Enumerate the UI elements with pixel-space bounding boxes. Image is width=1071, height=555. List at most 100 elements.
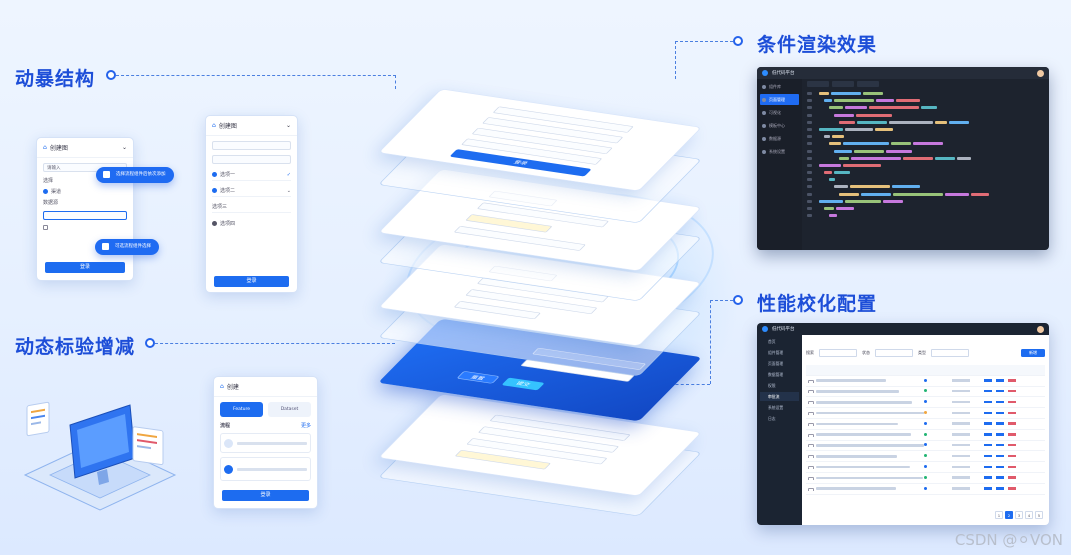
row-action-link[interactable] xyxy=(1008,411,1016,415)
filter-select[interactable] xyxy=(931,349,969,357)
list-item[interactable]: 选项四 xyxy=(212,217,291,229)
row-action-link[interactable] xyxy=(1008,487,1016,490)
table-row[interactable] xyxy=(806,484,1045,495)
filter-select[interactable] xyxy=(875,349,913,357)
chevron-down-icon[interactable]: ⌄ xyxy=(285,122,291,129)
table-row[interactable] xyxy=(806,473,1045,484)
radio-option[interactable]: 渠道 xyxy=(43,188,127,195)
row-actions[interactable] xyxy=(984,487,1020,491)
row-action-link[interactable] xyxy=(1008,379,1016,382)
row-action-link[interactable] xyxy=(1008,389,1016,393)
list-item[interactable] xyxy=(220,433,311,453)
sidebar-item[interactable]: 页面管理 xyxy=(768,361,784,366)
filter-select[interactable] xyxy=(819,349,857,357)
table-row[interactable] xyxy=(806,397,1045,409)
table-row[interactable] xyxy=(806,408,1045,419)
sidebar-item[interactable]: 权限 xyxy=(768,383,776,388)
row-action-link[interactable] xyxy=(984,400,992,404)
select-field[interactable] xyxy=(212,155,291,164)
row-action-link[interactable] xyxy=(984,443,992,447)
list-item[interactable]: 选项三 xyxy=(212,201,291,213)
row-actions[interactable] xyxy=(984,476,1020,480)
row-action-link[interactable] xyxy=(984,454,992,458)
table-row[interactable] xyxy=(806,430,1045,441)
row-action-link[interactable] xyxy=(996,443,1004,447)
page-button[interactable]: 5 xyxy=(1035,511,1043,519)
row-action-link[interactable] xyxy=(1008,433,1016,436)
sidebar-item[interactable]: 模板中心 xyxy=(760,120,799,131)
sidebar-item[interactable]: 数据管理 xyxy=(768,372,784,377)
sidebar-item[interactable]: 日志 xyxy=(768,416,776,421)
row-actions[interactable] xyxy=(984,400,1020,404)
tab-dataset[interactable]: Dataset xyxy=(268,402,311,417)
more-link[interactable]: 更多 xyxy=(300,423,311,429)
table-row[interactable] xyxy=(806,451,1045,463)
add-button[interactable]: 新增 xyxy=(1021,349,1045,357)
sidebar-item[interactable]: 组件管理 xyxy=(768,350,784,355)
editor-tab[interactable] xyxy=(807,81,829,87)
row-action-link[interactable] xyxy=(984,476,992,479)
row-action-link[interactable] xyxy=(996,476,1004,479)
page-button[interactable]: 1 xyxy=(995,511,1003,519)
submit-button[interactable]: 登录 xyxy=(222,490,309,501)
avatar[interactable] xyxy=(1037,69,1044,77)
row-actions[interactable] xyxy=(984,465,1020,469)
editor-tab[interactable] xyxy=(832,81,854,87)
tab-feature[interactable]: Feature xyxy=(220,402,263,417)
text-input[interactable] xyxy=(43,211,127,220)
row-actions[interactable] xyxy=(984,422,1020,426)
row-action-link[interactable] xyxy=(996,422,1004,425)
sidebar-item[interactable]: 系统设置 xyxy=(768,405,784,410)
table-row[interactable] xyxy=(806,376,1045,387)
info-pill[interactable]: 选择流程组件后依次添加 xyxy=(96,167,174,183)
row-action-link[interactable] xyxy=(996,411,1004,415)
row-actions[interactable] xyxy=(984,433,1020,437)
table-row[interactable] xyxy=(806,387,1045,398)
row-action-link[interactable] xyxy=(1008,443,1016,447)
sidebar-item[interactable]: 系统设置 xyxy=(760,146,799,157)
submit-button[interactable]: 提交 xyxy=(501,377,545,391)
list-item[interactable] xyxy=(220,457,311,481)
row-action-link[interactable] xyxy=(1008,422,1016,425)
row-action-link[interactable] xyxy=(996,400,1004,404)
info-pill[interactable]: 可选流程组件选择 xyxy=(95,239,159,255)
code-area[interactable] xyxy=(807,91,1043,246)
row-actions[interactable] xyxy=(984,389,1020,393)
row-action-link[interactable] xyxy=(996,379,1004,382)
row-actions[interactable] xyxy=(984,443,1020,447)
row-action-link[interactable] xyxy=(996,487,1004,490)
reset-button[interactable]: 重置 xyxy=(456,370,500,384)
row-actions[interactable] xyxy=(984,454,1020,458)
row-action-link[interactable] xyxy=(984,379,992,382)
editor-tab[interactable] xyxy=(857,81,879,87)
row-actions[interactable] xyxy=(984,411,1020,415)
sidebar-item[interactable]: 数据源 xyxy=(760,133,799,144)
chevron-down-icon[interactable]: ⌄ xyxy=(121,144,127,151)
submit-button[interactable]: 登录 xyxy=(45,262,125,273)
page-button[interactable]: 2 xyxy=(1005,511,1013,519)
sidebar-item[interactable]: 首页 xyxy=(768,339,776,344)
page-button[interactable]: 3 xyxy=(1015,511,1023,519)
row-action-link[interactable] xyxy=(984,389,992,393)
sidebar-item[interactable]: 可视化 xyxy=(760,107,799,118)
sidebar-item[interactable]: 组件库 xyxy=(760,81,799,92)
row-action-link[interactable] xyxy=(984,433,992,436)
row-action-link[interactable] xyxy=(996,389,1004,393)
row-action-link[interactable] xyxy=(1008,476,1016,479)
submit-button[interactable]: 登录 xyxy=(214,276,289,287)
row-action-link[interactable] xyxy=(1008,465,1016,469)
avatar[interactable] xyxy=(1037,325,1044,333)
row-action-link[interactable] xyxy=(1008,400,1016,404)
row-action-link[interactable] xyxy=(1008,454,1016,458)
select-field[interactable] xyxy=(212,141,291,150)
row-action-link[interactable] xyxy=(984,411,992,415)
row-action-link[interactable] xyxy=(996,454,1004,458)
row-action-link[interactable] xyxy=(996,465,1004,469)
table-row[interactable] xyxy=(806,462,1045,473)
checkbox-option[interactable] xyxy=(43,225,127,230)
page-button[interactable]: 4 xyxy=(1025,511,1033,519)
sidebar-item[interactable]: 审批流 xyxy=(760,392,799,401)
sidebar-item[interactable]: 页面管理 xyxy=(760,94,799,105)
row-action-link[interactable] xyxy=(984,465,992,469)
row-actions[interactable] xyxy=(984,379,1020,383)
